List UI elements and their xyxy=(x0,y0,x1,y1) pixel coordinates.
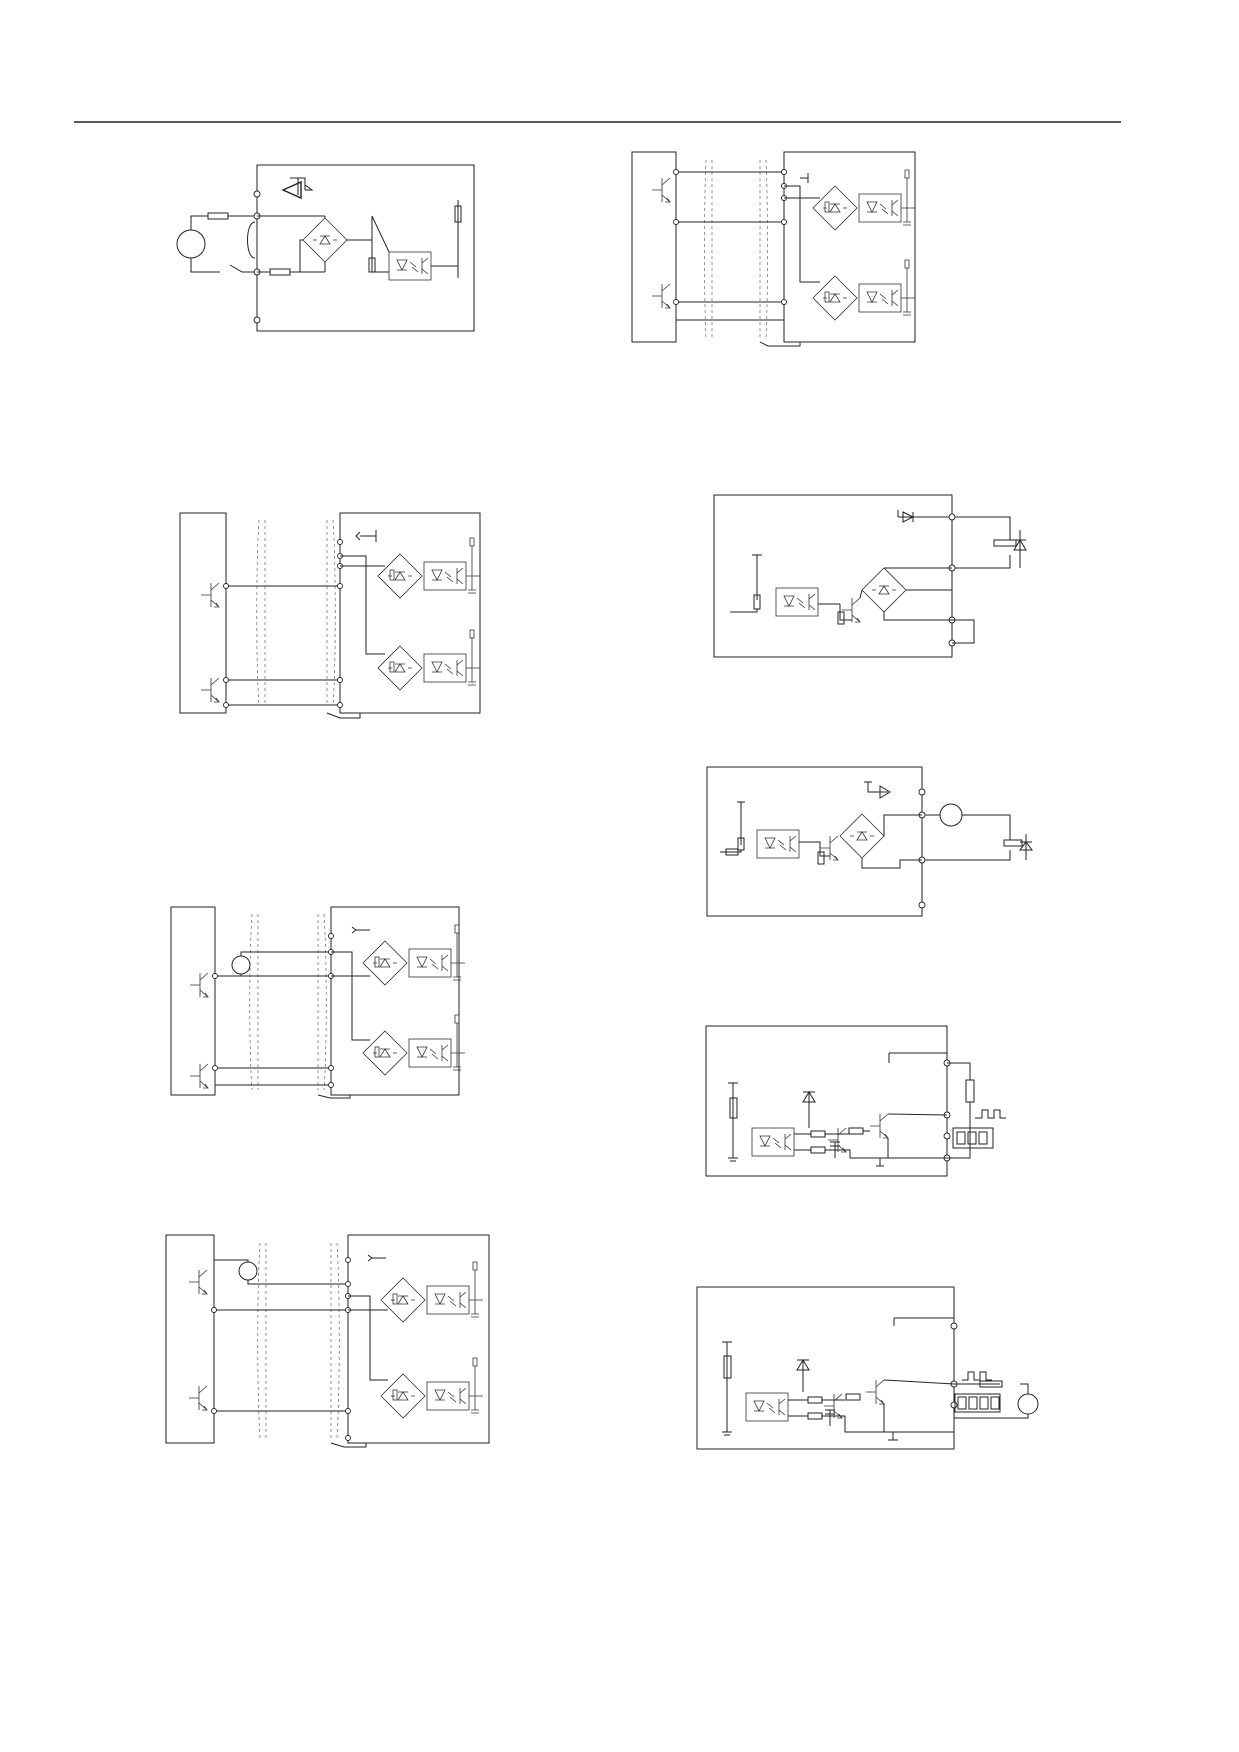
diagram-npn-dual-input-shielded-left xyxy=(179,512,481,719)
diagram-relay-output-with-external-supply xyxy=(706,766,1033,917)
diagram-pulse-output-to-counter xyxy=(705,1025,1006,1177)
diagram-npn-dual-input-external-supply xyxy=(165,1234,490,1448)
diagram-pulse-output-to-counter-with-supply xyxy=(696,1286,1039,1450)
diagram-relay-output-flyback-diode xyxy=(713,494,1027,658)
diagram-pnp-dual-input-with-supply xyxy=(170,906,465,1099)
diagram-relay-contact-input xyxy=(176,164,475,332)
diagram-npn-dual-input-shielded xyxy=(631,151,916,347)
